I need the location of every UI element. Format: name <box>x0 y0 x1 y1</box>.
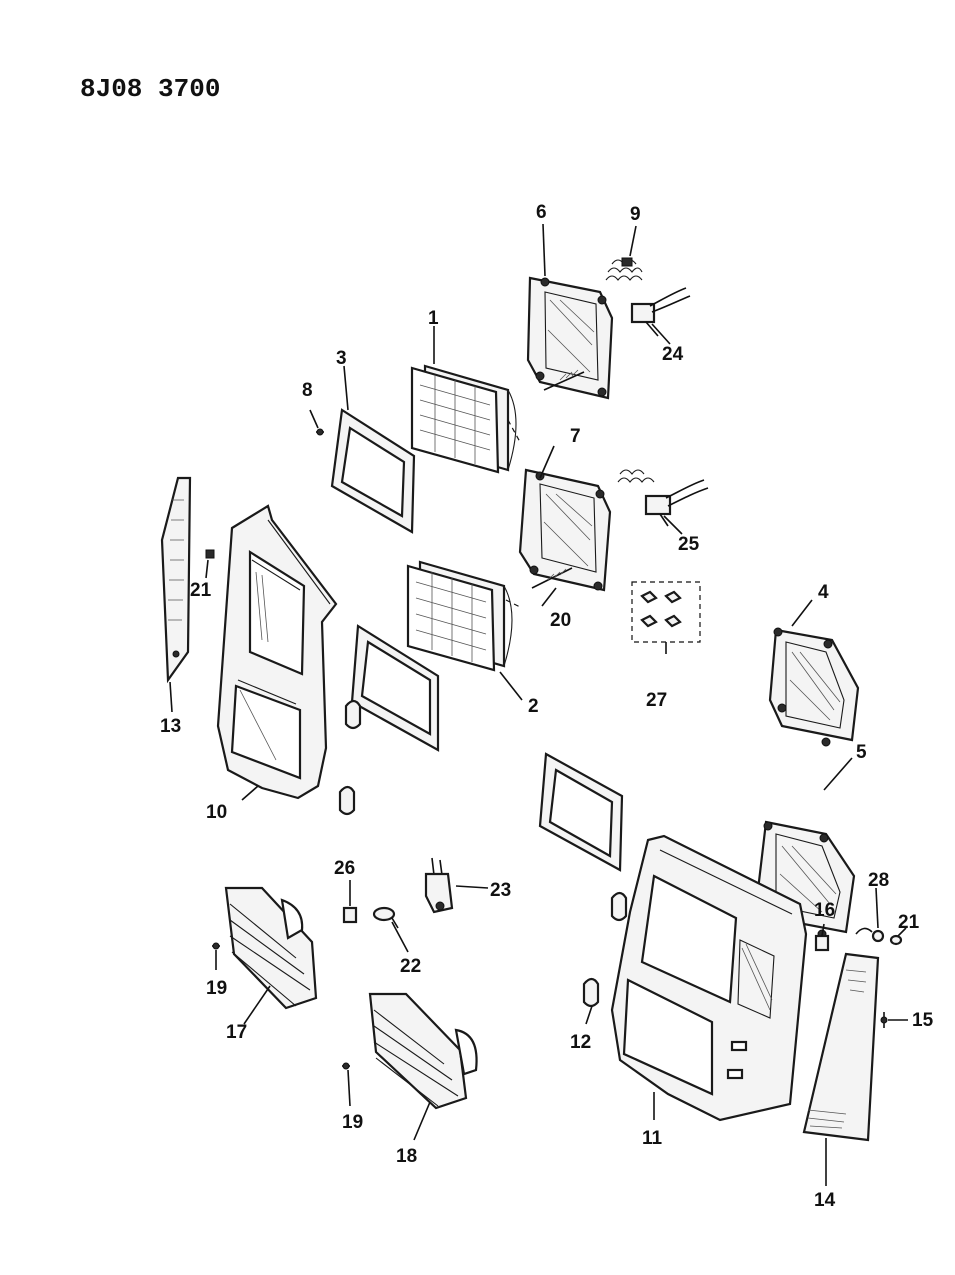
callout-19a: 19 <box>206 978 227 999</box>
callout-16: 16 <box>814 900 835 921</box>
grommet-lower <box>338 785 356 816</box>
bezel-frame-lower <box>350 624 440 752</box>
callout-8: 8 <box>302 380 313 401</box>
diagram-code: 8J08 3700 <box>80 74 220 104</box>
part-12-grommet <box>582 977 600 1008</box>
callout-14: 14 <box>814 1190 836 1211</box>
callout-19b: 19 <box>342 1112 363 1133</box>
callout-4: 4 <box>818 582 829 603</box>
grommet-upper <box>344 699 362 730</box>
part-15-screw <box>880 1012 888 1028</box>
callout-6: 6 <box>536 202 547 223</box>
part-4-headlamp-bucket <box>768 627 860 747</box>
callout-numbers: 1 2 3 4 5 6 7 8 9 10 11 12 13 14 15 16 1… <box>160 202 934 1211</box>
callout-2: 2 <box>528 696 539 717</box>
callout-20: 20 <box>550 610 571 631</box>
part-2-headlamp <box>406 560 523 672</box>
spring-lower <box>617 469 655 483</box>
part-25-connector <box>644 479 709 527</box>
callout-3: 3 <box>336 348 347 369</box>
part-17-park-lamp <box>224 886 318 1010</box>
part-14-side-marker-lamp <box>802 952 880 1142</box>
part-28-socket <box>855 927 885 943</box>
part-18-park-lamp <box>368 992 478 1110</box>
part-1-headlamp <box>410 364 521 474</box>
callout-7: 7 <box>570 426 581 447</box>
part-10-headlamp-bezel <box>216 504 338 800</box>
callout-21b: 21 <box>898 912 920 933</box>
part-23-socket <box>424 857 454 914</box>
part-6-headlamp-bucket <box>526 276 614 400</box>
part-24-connector <box>630 287 691 337</box>
callout-17: 17 <box>226 1022 247 1043</box>
part-11-headlamp-bezel <box>610 834 808 1122</box>
callout-9: 9 <box>630 204 641 225</box>
part-8-screw <box>316 428 324 436</box>
part-20-adjusting-screw <box>531 567 573 589</box>
bezel-frame-right <box>538 752 624 872</box>
part-3-bezel-frame <box>330 408 416 534</box>
callout-10: 10 <box>206 802 227 823</box>
part-27-clip-kit <box>631 581 701 654</box>
callout-27: 27 <box>646 690 667 711</box>
part-26-clip <box>342 906 358 924</box>
callout-12: 12 <box>570 1032 591 1053</box>
callout-18: 18 <box>396 1146 417 1167</box>
part-7-headlamp-bucket <box>518 468 612 592</box>
callout-23: 23 <box>490 880 511 901</box>
part-22-bulb <box>372 906 399 929</box>
callout-13: 13 <box>160 716 181 737</box>
callout-22: 22 <box>400 956 421 977</box>
grommet-right-upper <box>610 891 628 922</box>
leader-lines <box>169 223 908 1186</box>
callout-15: 15 <box>912 1010 934 1031</box>
part-19-screw-right <box>342 1062 350 1070</box>
callout-21a: 21 <box>190 580 212 601</box>
part-16-clip <box>814 934 830 952</box>
callout-26: 26 <box>334 858 355 879</box>
callout-1: 1 <box>428 308 439 329</box>
part-19-screw-left <box>212 942 220 950</box>
part-21-nut-left <box>205 549 215 559</box>
adjusting-screw-upper <box>543 369 585 391</box>
callout-25: 25 <box>678 534 700 555</box>
part-13-side-molding <box>160 476 192 684</box>
callout-11: 11 <box>642 1128 663 1149</box>
callout-24: 24 <box>662 344 684 365</box>
callout-28: 28 <box>868 870 889 891</box>
callout-5: 5 <box>856 742 867 763</box>
part-9-spring <box>605 257 643 281</box>
part-21-nut-right <box>889 934 903 946</box>
